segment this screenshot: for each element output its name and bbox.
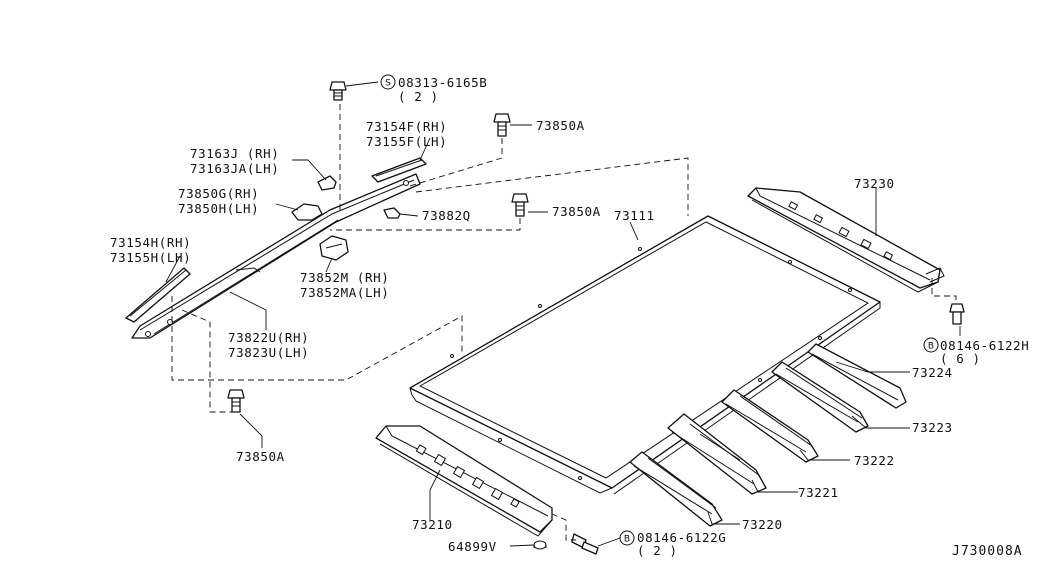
svg-text:B: B [928,342,934,352]
roof-bow-73223 [771,361,869,433]
label-73163ja: 73163JA(LH) [190,161,279,176]
label-73154h: 73154H(RH) [110,235,191,250]
label-73163j: 73163J (RH) [190,146,279,161]
label-73154f: 73154F(RH) [366,119,447,134]
symbol-b-circle-bottom: B [619,530,635,546]
label-73155h: 73155H(LH) [110,250,191,265]
label-73850a-mid: 73850A [552,204,601,219]
label-73230: 73230 [854,176,895,191]
clip-73850a-bottom [227,389,245,413]
clip-73163j [317,175,337,191]
label-qty-6: ( 6 ) [940,351,981,366]
symbol-b-circle-right: B [923,337,939,353]
roof-bow-73221 [667,413,767,495]
roof-bow-73222 [721,389,819,463]
bolt-08313-6165b [329,81,347,101]
svg-text:S: S [385,79,391,89]
label-73850h: 73850H(LH) [178,201,259,216]
label-08313-6165b: 08313-6165B [398,75,487,90]
rear-roof-rail [375,425,553,537]
label-qty-2-top: ( 2 ) [398,89,439,104]
diagram-code: J730008A [952,544,1023,559]
part-labels: 08313-6165B ( 2 ) 73850A 73154F(RH) 7315… [110,75,1029,559]
label-73111: 73111 [614,208,655,223]
grommet-64899v [533,540,547,550]
bracket-73850g [291,203,323,221]
bolt-08146-6122g [571,533,599,555]
leader-lines [165,81,961,547]
roof-bow-73220 [629,451,723,527]
label-73852m: 73852M (RH) [300,270,389,285]
dashed-reference-lines [171,104,957,541]
clip-73882q [383,207,401,219]
roof-bow-73224 [807,343,907,409]
label-qty-2-bottom: ( 2 ) [637,543,678,558]
label-73155f: 73155F(LH) [366,134,447,149]
label-73850g: 73850G(RH) [178,186,259,201]
label-73221: 73221 [798,485,839,500]
label-73823u: 73823U(LH) [228,345,309,360]
front-roof-rail [747,187,945,293]
label-73850a-top: 73850A [536,118,585,133]
bracket-73852m [319,235,349,261]
label-73852ma: 73852MA(LH) [300,285,389,300]
svg-text:B: B [624,535,630,545]
label-73220: 73220 [742,517,783,532]
label-73822u: 73822U(RH) [228,330,309,345]
bolt-08146-6122h [949,303,965,325]
label-73223: 73223 [912,420,953,435]
label-08146-6122g: 08146-6122G [637,530,726,545]
clip-73850a-mid [511,193,529,217]
roof-panel [409,215,881,495]
label-73882q: 73882Q [422,208,471,223]
drip-molding-73154h [125,267,191,323]
label-73210: 73210 [412,517,453,532]
label-73850a-bottom: 73850A [236,449,285,464]
label-64899v: 64899V [448,539,497,554]
drip-molding-73154f [371,157,427,183]
label-73224: 73224 [912,365,953,380]
clip-73850a-top [493,113,511,137]
label-73222: 73222 [854,453,895,468]
label-08146-6122h: 08146-6122H [940,338,1029,353]
symbol-s-circle: S [380,74,396,90]
